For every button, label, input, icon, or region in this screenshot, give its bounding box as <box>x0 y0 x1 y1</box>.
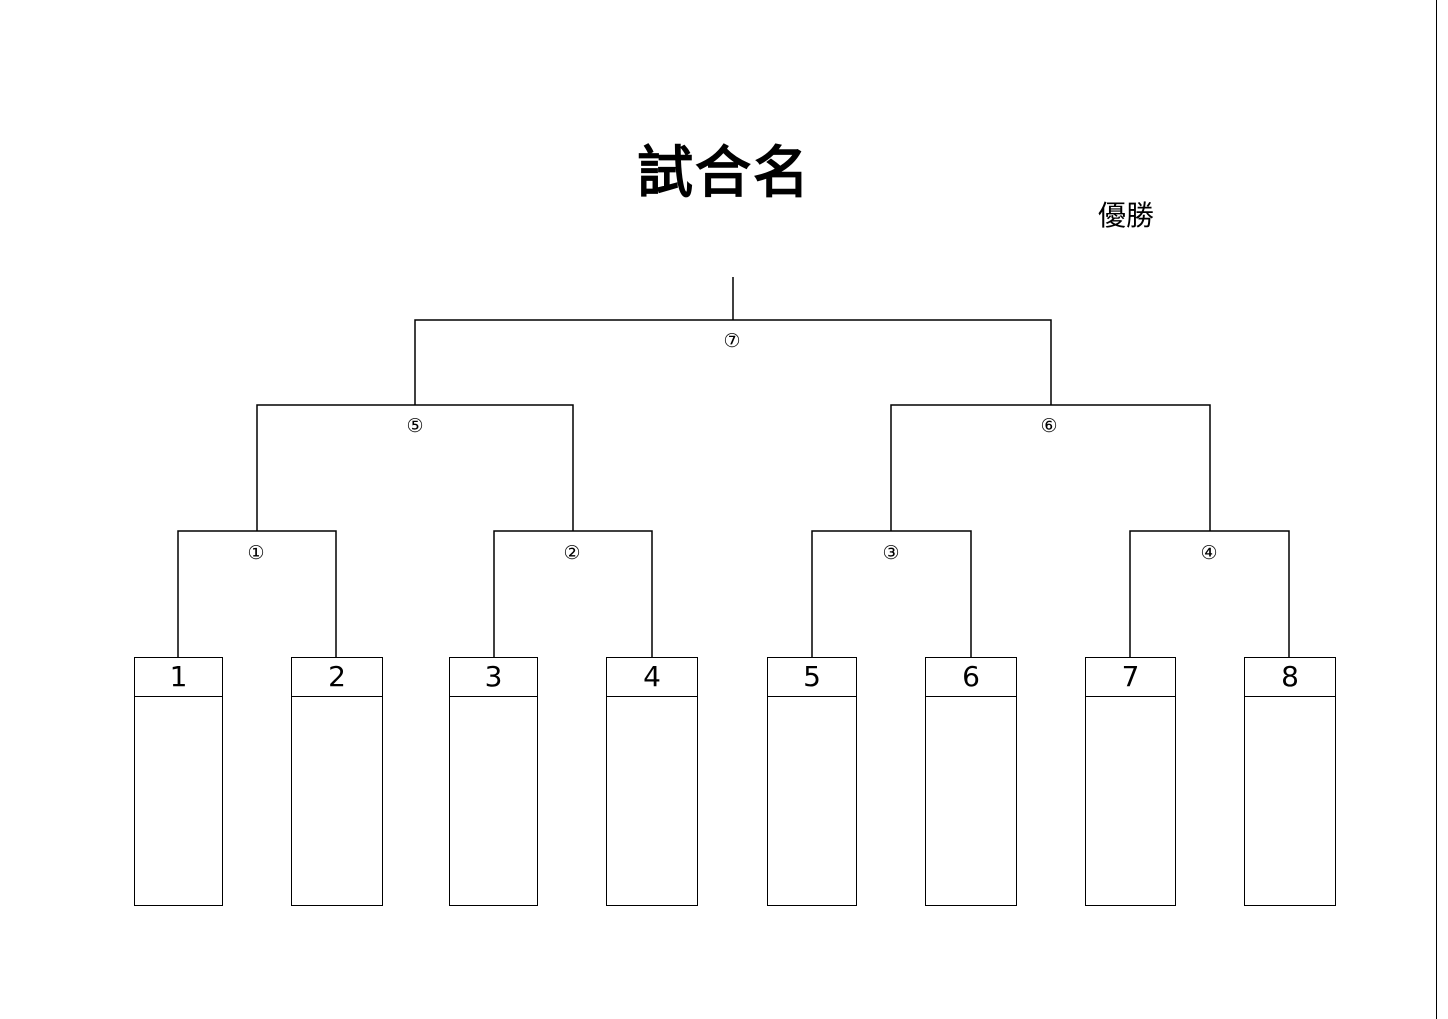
entry-box-7[interactable]: 7 <box>1085 657 1176 906</box>
entry-box-4[interactable]: 4 <box>606 657 698 906</box>
match-label-1: ① <box>247 542 265 564</box>
entry-box-3[interactable]: 3 <box>449 657 538 906</box>
match-label-3: ③ <box>882 542 900 564</box>
entry-number: 6 <box>926 658 1016 697</box>
entry-box-5[interactable]: 5 <box>767 657 857 906</box>
entry-name-field[interactable] <box>1086 697 1175 905</box>
entry-name-field[interactable] <box>1245 697 1335 905</box>
entry-number: 8 <box>1245 658 1335 697</box>
match-label-6: ⑥ <box>1040 415 1058 437</box>
entry-number: 7 <box>1086 658 1175 697</box>
champion-label: 優勝 <box>1098 199 1155 232</box>
entry-name-field[interactable] <box>768 697 856 905</box>
match-label-7: ⑦ <box>723 330 741 352</box>
match-label-4: ④ <box>1200 542 1218 564</box>
entry-number: 2 <box>292 658 382 697</box>
entry-number: 5 <box>768 658 856 697</box>
entry-name-field[interactable] <box>135 697 222 905</box>
match-label-2: ② <box>563 542 581 564</box>
entry-name-field[interactable] <box>607 697 697 905</box>
tournament-title: 試合名 <box>637 141 811 206</box>
entry-box-1[interactable]: 1 <box>134 657 223 906</box>
entry-box-2[interactable]: 2 <box>291 657 383 906</box>
entry-number: 1 <box>135 658 222 697</box>
entry-name-field[interactable] <box>926 697 1016 905</box>
entry-name-field[interactable] <box>450 697 537 905</box>
entry-number: 3 <box>450 658 537 697</box>
page-edge-line <box>1436 0 1437 1019</box>
match-label-5: ⑤ <box>406 415 424 437</box>
entry-number: 4 <box>607 658 697 697</box>
entry-box-6[interactable]: 6 <box>925 657 1017 906</box>
entry-name-field[interactable] <box>292 697 382 905</box>
entry-box-8[interactable]: 8 <box>1244 657 1336 906</box>
